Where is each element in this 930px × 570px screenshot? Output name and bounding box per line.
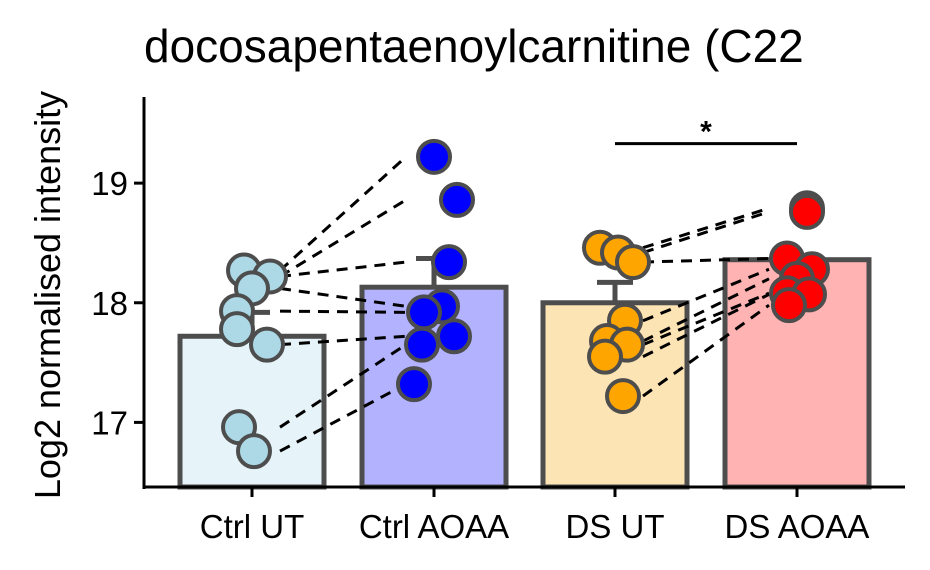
x-tick-label: DS AOAA <box>725 508 870 545</box>
paired-line <box>279 198 407 278</box>
bar <box>722 257 872 490</box>
y-axis-label: Log2 normalised intensity <box>27 91 68 499</box>
y-tick-label: 18 <box>91 285 128 322</box>
paired-line <box>279 334 407 347</box>
significance-label: * <box>700 116 712 149</box>
data-point <box>406 294 442 331</box>
paired-line <box>278 155 408 272</box>
paired-line <box>642 291 770 347</box>
x-tick-label: Ctrl AOAA <box>359 508 509 545</box>
data-point <box>219 311 255 348</box>
paired-line <box>279 286 407 308</box>
y-tick-label: 17 <box>91 404 128 441</box>
paired-line <box>642 267 770 323</box>
paired-line <box>279 382 407 453</box>
data-point <box>439 181 475 218</box>
y-tick-label: 19 <box>91 165 128 202</box>
paired-line <box>279 260 407 278</box>
data-point <box>249 326 285 363</box>
data-point <box>615 244 651 281</box>
paired-line <box>642 277 770 343</box>
data-point <box>404 326 440 363</box>
paired-line <box>279 309 407 314</box>
data-point <box>587 338 623 375</box>
chart-title: docosapentaenoylcarnitine (C22 <box>144 20 804 72</box>
data-point <box>396 366 432 403</box>
data-point <box>605 378 641 415</box>
data-point <box>789 193 825 230</box>
x-tick-label: DS UT <box>566 508 665 545</box>
paired-line <box>642 210 770 254</box>
paired-line <box>279 343 407 429</box>
data-point <box>416 138 452 175</box>
data-point <box>771 287 807 324</box>
data-point <box>431 244 467 281</box>
data-point <box>236 433 272 470</box>
paired-line <box>642 257 770 264</box>
data-point <box>436 318 472 355</box>
paired-line <box>642 293 770 358</box>
paired-line <box>642 206 770 250</box>
paired-line <box>642 303 770 398</box>
x-tick-label: Ctrl UT <box>200 508 304 545</box>
